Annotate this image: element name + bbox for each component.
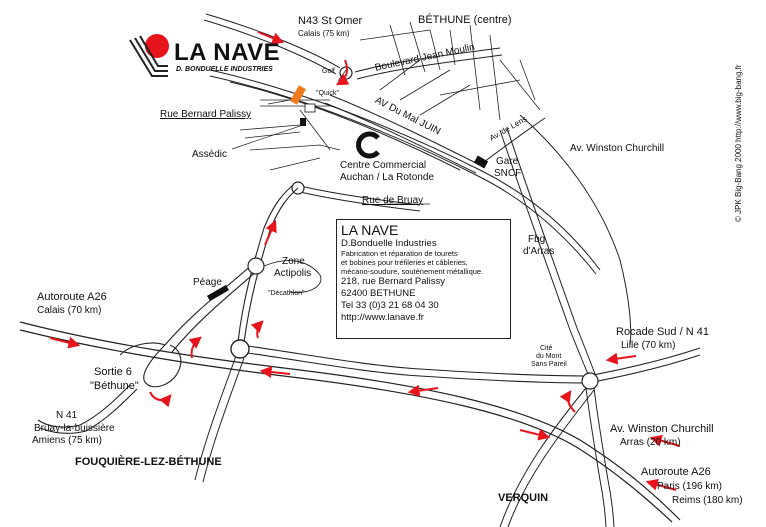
local-roads: [239, 99, 341, 171]
label-fouquiere: FOUQUIÈRE-LEZ-BÉTHUNE: [75, 456, 222, 468]
label-zone: Zone: [282, 256, 305, 267]
info-city: 62400 BETHUNE: [341, 288, 416, 299]
logo-subtitle: D. BONDUELLE INDUSTRIES: [176, 66, 273, 73]
label-a26-west: Autoroute A26: [37, 291, 107, 303]
arrow-roundabout: [250, 320, 264, 339]
info-website-link[interactable]: http://www.lanave.fr: [341, 312, 424, 323]
rocade-roundabout: [581, 372, 599, 390]
arrow-paris: [645, 478, 677, 491]
label-actipolis: Actipolis: [274, 268, 312, 279]
label-auchan: Auchan / La Rotonde: [340, 172, 434, 183]
label-paris: Paris (196 km): [657, 481, 723, 492]
label-bethune-centre: BÉTHUNE (centre): [418, 14, 512, 26]
logo-red-dot: [145, 34, 169, 58]
peage-marker: [206, 284, 230, 302]
arrow-n43: [257, 31, 285, 44]
arrow-churchill-up: [559, 390, 576, 413]
label-peage: Péage: [193, 277, 222, 288]
label-cite: Cité: [540, 345, 553, 352]
a26-motorway: [19, 321, 681, 523]
label-gare: Gare: [496, 156, 519, 167]
label-churchill-top: Av. Winston Churchill: [570, 143, 665, 154]
arrow-sortie6: [149, 391, 172, 408]
label-du-mont: du Mont: [536, 353, 562, 360]
arrow-sortie-up: [188, 336, 202, 359]
company-info-box: LA NAVE D.Bonduelle Industries Fabricati…: [336, 219, 511, 339]
logo-title: LA NAVE: [174, 39, 281, 66]
rocade-sud-road: [239, 344, 701, 384]
gare-marker: [473, 155, 489, 169]
label-sans-pareil: Sans Pareil: [531, 361, 567, 368]
la-nave-location-marker: [290, 85, 306, 105]
label-decathlon: "Décathlon": [268, 290, 305, 297]
actipolis-roundabout: [247, 257, 265, 275]
quick-marker: [304, 103, 316, 113]
sortie-6-interchange: [37, 342, 182, 434]
arrow-churchill-lower: [649, 434, 681, 447]
label-assedic: Assédic: [192, 149, 228, 160]
info-address: 218, rue Bernard Palissy: [341, 276, 446, 287]
fbg-arras-road: [499, 127, 596, 375]
arrow-rocade-west: [259, 366, 291, 378]
label-amiens: Amiens (75 km): [32, 435, 103, 446]
arrow-a26-east: [519, 428, 551, 441]
arrow-golf: [335, 59, 350, 86]
info-company: D.Bonduelle Industries: [341, 238, 437, 249]
arrow-rocade-west-2: [407, 384, 439, 397]
label-darras: d'Arras: [523, 246, 555, 257]
label-bruay: Bruay-la-buissière: [34, 423, 115, 434]
label-arras: Arras (20 km): [620, 437, 681, 448]
label-quick: "Quick": [316, 90, 339, 97]
la-nave-logo: [129, 34, 169, 77]
label-sortie-bethune: "Béthune": [90, 380, 139, 392]
label-reims: Reims (180 km): [672, 495, 743, 506]
churchill-lower-road: [499, 387, 595, 527]
label-rocade-sud: Rocade Sud / N 41: [616, 326, 709, 338]
label-verquin: VERQUIN: [498, 492, 549, 504]
info-description-line: mécano-soudure, soutènement métallique.: [341, 267, 484, 276]
centre-commercial-icon: [356, 131, 380, 159]
label-n43-calais: Calais (75 km): [298, 29, 350, 38]
info-description-line: et bobines pour tréfileries et câbleries…: [341, 258, 468, 267]
info-phone: Tel 33 (0)3 21 68 04 30: [341, 300, 439, 311]
label-golf: Golf: [322, 68, 335, 75]
churchill-upper-road: [519, 114, 632, 346]
label-sncf: SNCF: [494, 168, 522, 179]
av-juin-road: [324, 94, 481, 174]
label-rue-de-bruay: Rue de Bruay: [362, 195, 424, 206]
label-fbg: Fbg: [528, 234, 546, 245]
southwest-road: [194, 355, 245, 483]
copyright-notice: © JPK Big-Bang 2000 http://www.big-bang.…: [734, 64, 743, 222]
rocade-west-roundabout: [230, 339, 250, 359]
label-churchill-bottom: Av. Winston Churchill: [610, 423, 714, 435]
label-a26-calais: Calais (70 km): [37, 305, 102, 316]
arrow-n41-north: [264, 219, 277, 246]
arrow-lille: [605, 352, 637, 365]
label-a26-east: Autoroute A26: [641, 466, 711, 478]
label-n43: N43 St Omer: [298, 15, 363, 27]
city-street-grid: [359, 21, 541, 121]
direction-arrows: [49, 31, 681, 491]
actipolis-zone-road: [263, 260, 322, 293]
assedic-marker: [300, 118, 306, 126]
info-title: LA NAVE: [341, 222, 399, 238]
label-lille: Lille (70 km): [621, 340, 676, 351]
label-centre-commercial: Centre Commercial: [340, 160, 427, 171]
boulevard-road: [354, 47, 503, 80]
railway: [209, 69, 601, 275]
arras-road: [585, 387, 615, 527]
label-n41: N 41: [56, 410, 78, 421]
info-description-line: Fabrication et réparation de tourets: [341, 249, 458, 258]
rue-bruay-road: [299, 185, 421, 212]
label-sortie-6: Sortie 6: [94, 366, 132, 378]
arrow-a26-west: [49, 336, 81, 349]
label-rue-bernard-palissy: Rue Bernard Palissy: [160, 109, 252, 120]
